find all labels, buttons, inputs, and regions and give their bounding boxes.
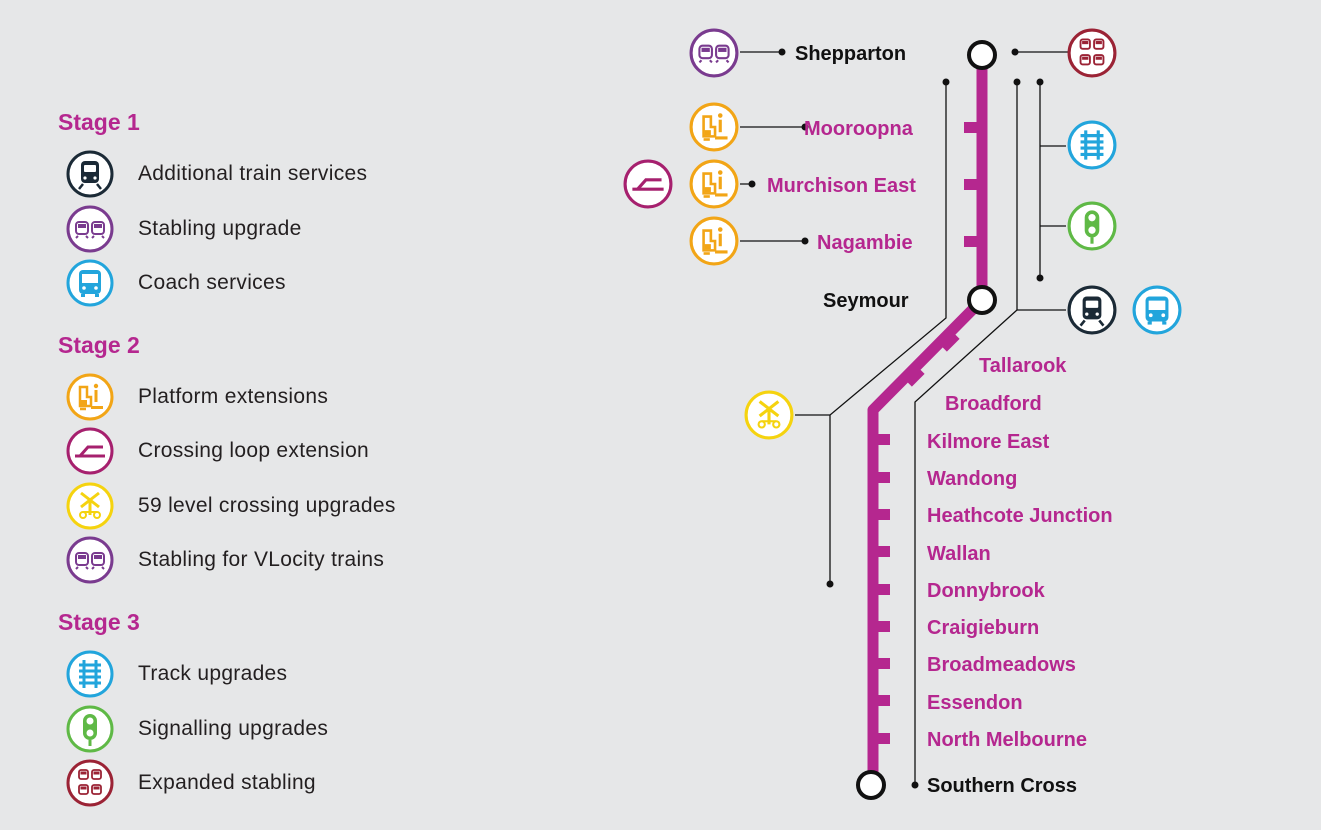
station-broadmeadows: Broadmeadows [927,654,1076,676]
stage-3-title: Stage 3 [58,609,140,635]
legend-item-stabling-upgrade: Stabling upgrade [66,205,486,255]
station-mooroopna: Mooroopna [804,118,914,140]
level-crossing-icon [744,390,794,440]
legend-label: Additional train services [138,162,368,185]
platform-icon [689,216,739,266]
station-ticks [873,122,982,744]
station-tick [873,658,890,669]
stage-2-title: Stage 2 [58,332,140,358]
station-southern-cross: Southern Cross [927,775,1077,797]
station-wallan: Wallan [927,543,991,565]
seymour-interchange [967,285,997,315]
legend-label: Platform extensions [138,385,329,408]
station-tick [873,621,890,632]
legend-label: Expanded stabling [138,771,316,794]
station-tick [873,509,890,520]
legend-item-expanded-stabling: Expanded stabling [66,759,486,809]
station-donnybrook: Donnybrook [927,580,1046,602]
station-tick [904,366,925,387]
station-tick [873,733,890,744]
stage-1-title: Stage 1 [58,109,140,135]
southern-cross-terminal [856,770,886,800]
legend-label: 59 level crossing upgrades [138,494,396,517]
rail-line [867,55,988,785]
station-broadford: Broadford [945,393,1042,415]
legend-label: Coach services [138,271,286,294]
legend-item-crossing-loop-extension: Crossing loop extension [66,427,486,477]
station-tick [939,331,960,352]
legend-item-level-crossing-upgrades: 59 level crossing upgrades [66,482,486,532]
station-shepparton: Shepparton [795,43,906,65]
legend-item-coach-services: Coach services [66,259,486,309]
legend-label: Signalling upgrades [138,717,329,740]
legend-item-track-upgrades: Track upgrades [66,650,486,700]
stage3-connector-stubs [1040,145,1066,227]
connector-dots [748,48,1044,789]
station-wandong: Wandong [927,468,1017,490]
station-heathcote-junction: Heathcote Junction [927,505,1113,527]
stabling-icon [689,28,739,78]
station-list-connector [914,309,1018,785]
station-tick [964,179,982,190]
station-tick [964,122,982,133]
station-north-melbourne: North Melbourne [927,729,1087,751]
legend-item-platform-extensions: Platform extensions [66,373,486,423]
station-nagambie: Nagambie [817,232,913,254]
legend-label: Stabling for VLocity trains [138,548,385,571]
platform-icon [689,159,739,209]
track-icon [1067,120,1117,170]
station-essendon: Essendon [927,692,1023,714]
train-icon [1067,285,1117,335]
level-crossing-connector [829,82,947,584]
expanded-stabling-icon [1067,28,1117,78]
station-tick [873,584,890,595]
legend-item-stabling-vlocity: Stabling for VLocity trains [66,536,486,586]
station-craigieburn: Craigieburn [927,617,1039,639]
station-tick [964,236,982,247]
legend-item-additional-train-services: Additional train services [66,150,486,200]
station-tick [873,546,890,557]
station-tick [873,472,890,483]
station-seymour: Seymour [823,290,909,312]
signal-icon [1067,201,1117,251]
legend-label: Stabling upgrade [138,217,302,240]
crossing-loop-icon [623,159,673,209]
shepparton-terminal [967,40,997,70]
station-tick [873,695,890,706]
terminal-circles [856,40,997,800]
station-tallarook: Tallarook [979,355,1067,377]
legend-item-signalling-upgrades: Signalling upgrades [66,705,486,755]
coach-icon [1132,285,1182,335]
legend-label: Track upgrades [138,662,288,685]
station-kilmore-east: Kilmore East [927,431,1050,453]
station-murchison-east: Murchison East [767,175,916,197]
platform-icon [689,102,739,152]
legend-label: Crossing loop extension [138,439,370,462]
station-tick [873,434,890,445]
